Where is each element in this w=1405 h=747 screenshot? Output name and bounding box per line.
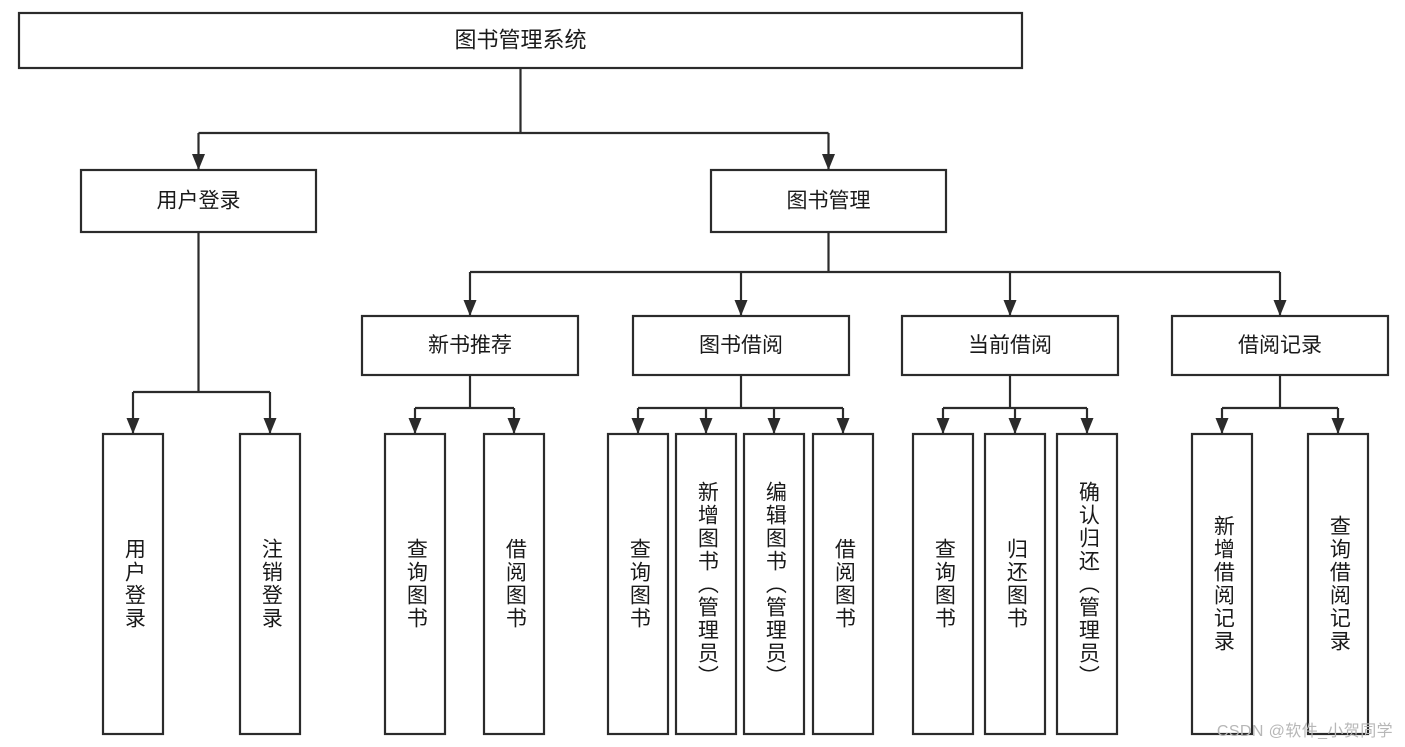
node-box-leaf-edit-book-admin[interactable] (742, 432, 806, 736)
node-label-borrow-record: 借阅记录 (1238, 334, 1322, 357)
node-label-user-login: 用户登录 (157, 190, 241, 213)
node-box-leaf-borrow-book-recommend[interactable] (482, 432, 546, 736)
book-borrow-arrow-3 (836, 418, 850, 434)
node-box-leaf-confirm-return-admin[interactable] (1055, 432, 1119, 736)
node-box-leaf-query-book-current[interactable] (911, 432, 975, 736)
node-box-user-login[interactable] (79, 168, 318, 234)
node-box-leaf-add-borrow-record[interactable] (1190, 432, 1254, 736)
node-label-book-management: 图书管理 (787, 190, 871, 213)
node-box-leaf-query-borrow-record[interactable] (1306, 432, 1370, 736)
node-box-root[interactable] (17, 11, 1024, 70)
borrow-record-arrow-0 (1215, 418, 1229, 434)
node-box-leaf-user-login[interactable] (101, 432, 165, 736)
node-box-current-borrow[interactable] (900, 314, 1120, 377)
book-management-arrow-3 (1273, 300, 1287, 316)
new-book-recommend-arrow-1 (507, 418, 521, 434)
book-borrow-arrow-1 (699, 418, 713, 434)
book-management-arrow-0 (463, 300, 477, 316)
user-login-arrow-0 (126, 418, 140, 434)
node-box-new-book-recommend[interactable] (360, 314, 580, 377)
book-management-arrow-1 (734, 300, 748, 316)
new-book-recommend-arrow-0 (408, 418, 422, 434)
node-label-current-borrow: 当前借阅 (968, 334, 1052, 357)
node-box-book-management[interactable] (709, 168, 948, 234)
node-box-leaf-return-book[interactable] (983, 432, 1047, 736)
root-arrow-1 (822, 154, 835, 170)
node-label-book-borrow: 图书借阅 (699, 334, 783, 357)
node-box-borrow-record[interactable] (1170, 314, 1390, 377)
user-login-arrow-1 (263, 418, 277, 434)
node-box-leaf-query-book-recommend[interactable] (383, 432, 447, 736)
node-label-new-book-recommend: 新书推荐 (428, 334, 512, 357)
current-borrow-arrow-2 (1080, 418, 1094, 434)
borrow-record-arrow-1 (1331, 418, 1345, 434)
book-management-arrow-2 (1003, 300, 1017, 316)
current-borrow-arrow-1 (1008, 418, 1022, 434)
node-label-root: 图书管理系统 (454, 27, 586, 52)
connectors-layer (126, 68, 1345, 434)
boxes-layer (17, 11, 1390, 736)
node-box-leaf-logout[interactable] (238, 432, 302, 736)
csdn-watermark: CSDN @软件_小贺同学 (1216, 723, 1393, 740)
node-box-leaf-borrow-book[interactable] (811, 432, 875, 736)
book-borrow-arrow-0 (631, 418, 645, 434)
node-box-leaf-query-book-borrow[interactable] (606, 432, 670, 736)
node-box-book-borrow[interactable] (631, 314, 851, 377)
root-arrow-0 (192, 154, 205, 170)
node-box-leaf-add-book-admin[interactable] (674, 432, 738, 736)
current-borrow-arrow-0 (936, 418, 950, 434)
book-borrow-arrow-2 (767, 418, 781, 434)
